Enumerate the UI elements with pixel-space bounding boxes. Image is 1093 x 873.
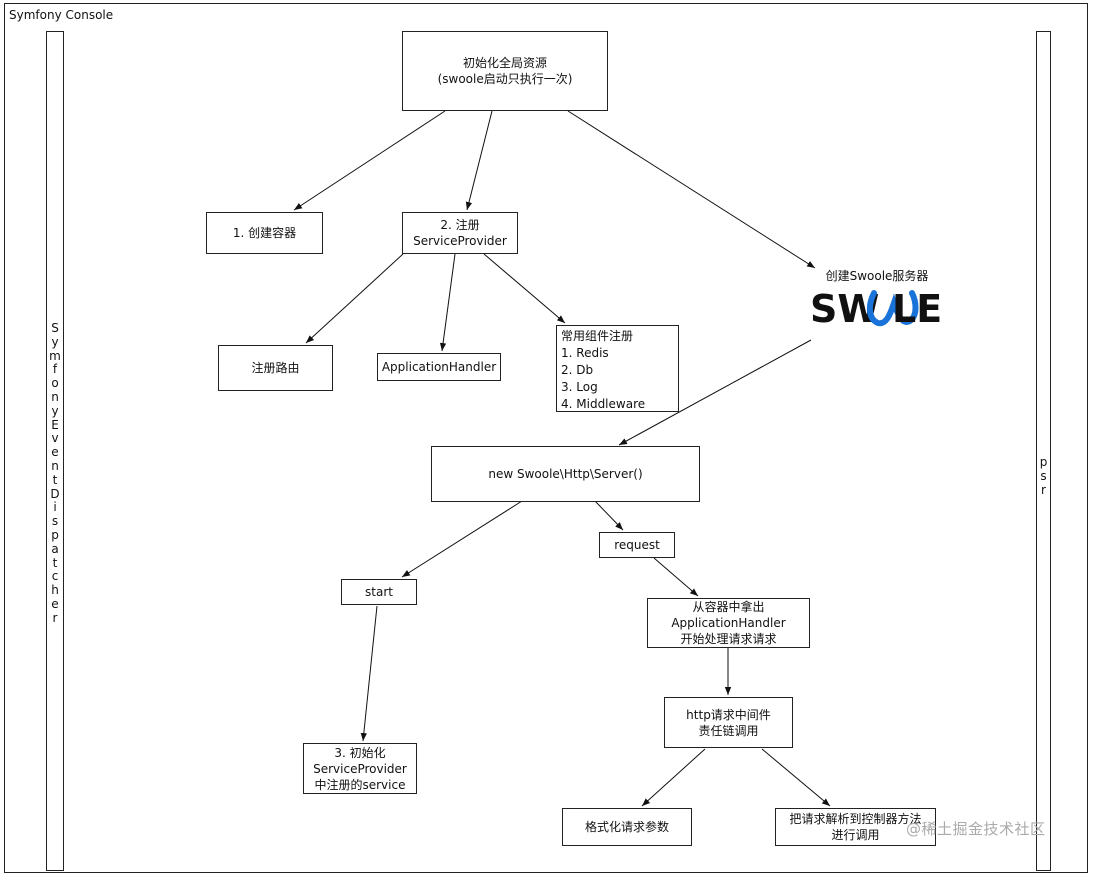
request-node: request xyxy=(599,532,675,558)
init-service-provider-label: 3. 初始化 ServiceProvider 中注册的service xyxy=(313,745,407,792)
application-handler-node: ApplicationHandler xyxy=(377,353,501,381)
register-route-node: 注册路由 xyxy=(218,345,333,391)
container-title: Symfony Console xyxy=(9,8,114,22)
format-params-node: 格式化请求参数 xyxy=(562,808,692,846)
swoole-logo: SW LE xyxy=(810,287,942,329)
start-label: start xyxy=(365,585,393,599)
components-register-node: 常用组件注册 1. Redis 2. Db 3. Log 4. Middlewa… xyxy=(556,325,679,412)
create-container-label: 1. 创建容器 xyxy=(232,226,297,240)
psr-lane-label: p s r xyxy=(1039,455,1048,497)
format-params-label: 格式化请求参数 xyxy=(584,820,669,834)
swoole-logo-mark xyxy=(866,290,919,327)
arrow-register-sp-to-route xyxy=(305,253,404,344)
arrow-start-to-init-sp xyxy=(360,605,378,742)
register-route-label: 注册路由 xyxy=(251,361,300,375)
start-node: start xyxy=(341,579,417,605)
create-container-node: 1. 创建容器 xyxy=(206,212,323,254)
dispatch-controller-label: 把请求解析到控制器方法 进行调用 xyxy=(789,812,922,842)
swoole-logo-right-letters: LE xyxy=(892,287,942,329)
watermark: @稀土掘金技术社区 xyxy=(906,820,1046,838)
arrow-http-server-to-start xyxy=(401,500,523,578)
arrow-request-to-fetch-handler xyxy=(653,557,699,597)
application-handler-label: ApplicationHandler xyxy=(381,360,497,374)
arrow-init-to-register-sp xyxy=(465,110,493,211)
component-item-redis: 1. Redis xyxy=(561,346,609,360)
arrow-init-to-create-swoole xyxy=(567,110,816,269)
middleware-chain-label: http请求中间件 责任链调用 xyxy=(686,707,771,738)
arrow-register-sp-to-app-handler xyxy=(439,253,456,352)
component-item-middleware: 4. Middleware xyxy=(561,397,646,411)
components-register-title: 常用组件注册 xyxy=(561,329,634,343)
arrow-middleware-to-format xyxy=(641,748,706,807)
component-item-db: 2. Db xyxy=(561,363,594,377)
event-dispatcher-lane: S y m f o n y E v e n t D i s p a t c h … xyxy=(46,31,64,871)
middleware-chain-node: http请求中间件 责任链调用 xyxy=(664,697,793,748)
init-service-provider-node: 3. 初始化 ServiceProvider 中注册的service xyxy=(303,743,417,794)
arrow-middleware-to-dispatch xyxy=(761,748,831,807)
create-swoole-server-label: 创建Swoole服务器 xyxy=(825,269,929,283)
arrow-register-sp-to-components xyxy=(483,253,566,324)
http-server-node: new Swoole\Http\Server() xyxy=(431,446,700,502)
event-dispatcher-lane-label: S y m f o n y E v e n t D i s p a t c h … xyxy=(49,321,61,625)
register-service-provider-node: 2. 注册 ServiceProvider xyxy=(402,212,518,254)
fetch-application-handler-node: 从容器中拿出 ApplicationHandler 开始处理请求请求 xyxy=(647,598,810,648)
arrow-init-to-create-container xyxy=(293,110,446,211)
request-label: request xyxy=(614,538,660,552)
dispatch-controller-node: 把请求解析到控制器方法 进行调用 xyxy=(775,808,936,846)
fetch-application-handler-label: 从容器中拿出 ApplicationHandler 开始处理请求请求 xyxy=(671,600,786,646)
init-global-resources-node: 初始化全局资源 (swoole启动只执行一次) xyxy=(402,31,608,111)
arrow-swoole-to-http-server xyxy=(618,339,812,446)
component-item-log: 3. Log xyxy=(561,380,598,394)
init-global-resources-label: 初始化全局资源 (swoole启动只执行一次) xyxy=(437,56,573,86)
psr-lane: p s r xyxy=(1036,31,1051,871)
http-server-label: new Swoole\Http\Server() xyxy=(488,467,643,481)
register-service-provider-label: 2. 注册 ServiceProvider xyxy=(413,218,507,248)
arrow-http-server-to-request xyxy=(594,500,624,531)
